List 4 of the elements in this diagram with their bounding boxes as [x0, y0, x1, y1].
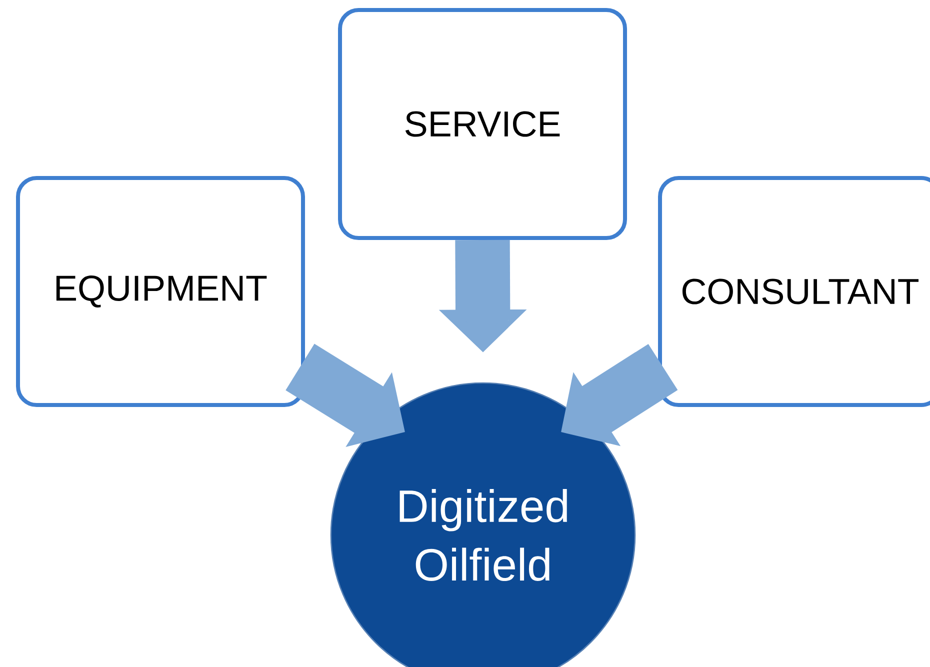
rounded-box: SERVICE [338, 8, 627, 240]
rounded-box: EQUIPMENT [16, 176, 305, 407]
rounded-box: CONSULTANT [658, 176, 930, 407]
circle-node: Digitized Oilfield [330, 382, 636, 667]
